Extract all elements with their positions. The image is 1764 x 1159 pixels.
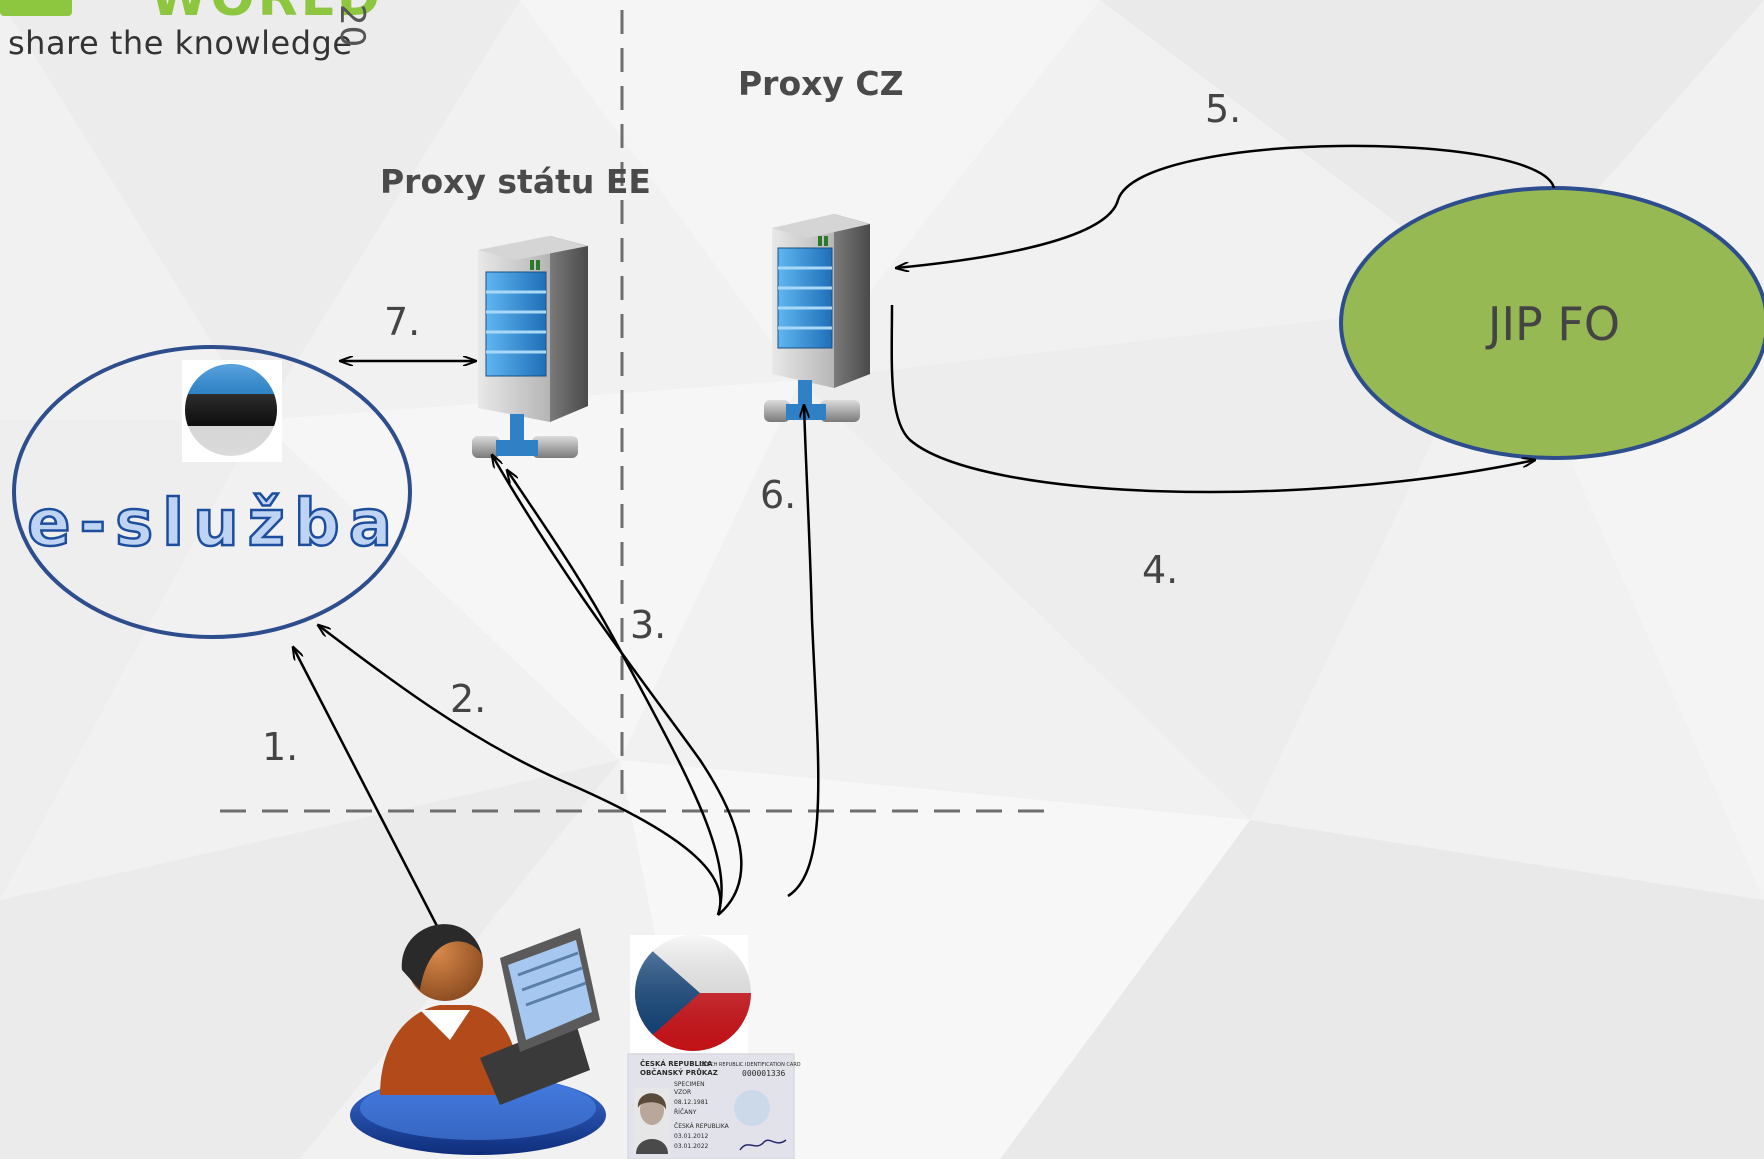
step-label-2: 2. <box>450 677 486 721</box>
arrow-step-2 <box>318 625 722 916</box>
id-card-header-en: CZECH REPUBLIC IDENTIFICATION CARD <box>700 1062 801 1068</box>
step-label-7: 7. <box>384 300 420 344</box>
estonia-flag-icon <box>182 360 282 462</box>
id-card-header: ČESKÁ REPUBLIKA <box>640 1059 713 1068</box>
proxy-ee-server-icon[interactable] <box>472 236 588 458</box>
step-label-1: 1. <box>262 725 298 769</box>
proxy-cz-label: Proxy CZ <box>738 64 904 103</box>
brand-word: WORLD <box>150 0 383 20</box>
step-label-5: 5. <box>1205 87 1241 131</box>
jip-label: JIP FO <box>1485 297 1620 351</box>
czech-id-card: ČESKÁ REPUBLIKA CZECH REPUBLIC IDENTIFIC… <box>627 1053 801 1159</box>
arrow-step-5 <box>896 144 1556 268</box>
id-card-photo <box>634 1088 670 1154</box>
brand-logo-mark <box>0 0 72 16</box>
id-card-number: 000001336 <box>742 1069 786 1078</box>
eservice-label: e-služba <box>27 487 401 561</box>
proxy-cz-server-icon[interactable] <box>764 214 870 422</box>
czech-flag-icon <box>630 935 751 1053</box>
id-card-valid-to: 03.01.2022 <box>674 1143 709 1150</box>
eservice-node[interactable] <box>12 345 412 639</box>
id-card-valid-from: 03.01.2012 <box>674 1133 709 1140</box>
brand-tagline: share the knowledge <box>8 24 353 62</box>
id-card-signature <box>739 1139 787 1151</box>
arrow-step-3b <box>492 455 743 916</box>
arrow-step-6 <box>787 405 820 898</box>
step-label-3: 3. <box>630 603 666 647</box>
id-card-surname: SPECIMEN <box>674 1081 705 1088</box>
id-card-title: OBČANSKÝ PRŮKAZ <box>640 1068 718 1077</box>
brand-logo: WORLD <box>0 0 400 20</box>
arrow-step-3a <box>507 470 723 916</box>
arrow-step-4 <box>890 304 1535 494</box>
id-card-dob: 08.12.1981 <box>674 1099 709 1106</box>
proxy-ee-label: Proxy státu EE <box>380 162 651 201</box>
user-laptop-icon[interactable] <box>350 924 606 1155</box>
step-label-6: 6. <box>760 473 796 517</box>
id-card-given: VZOR <box>674 1089 691 1096</box>
step-label-4: 4. <box>1142 548 1178 592</box>
id-card-issue: ČESKÁ REPUBLIKA <box>674 1123 730 1130</box>
id-card-city: ŘÍČANY <box>674 1108 697 1116</box>
